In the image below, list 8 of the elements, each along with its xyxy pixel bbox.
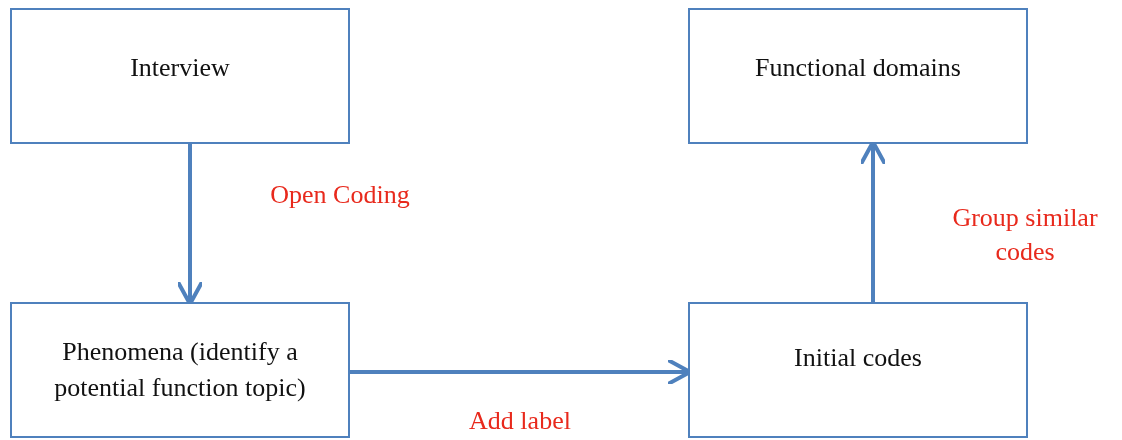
process-box — [10, 8, 350, 144]
box-text: Phenomena (identify a potential function topic) — [53, 336, 307, 404]
process-box — [10, 302, 350, 438]
process-box — [688, 8, 1028, 144]
box-text: Initial codes — [794, 342, 922, 374]
box-text: Interview — [130, 52, 230, 84]
process-box — [688, 302, 1028, 438]
box-text: Functional domains — [755, 52, 961, 84]
